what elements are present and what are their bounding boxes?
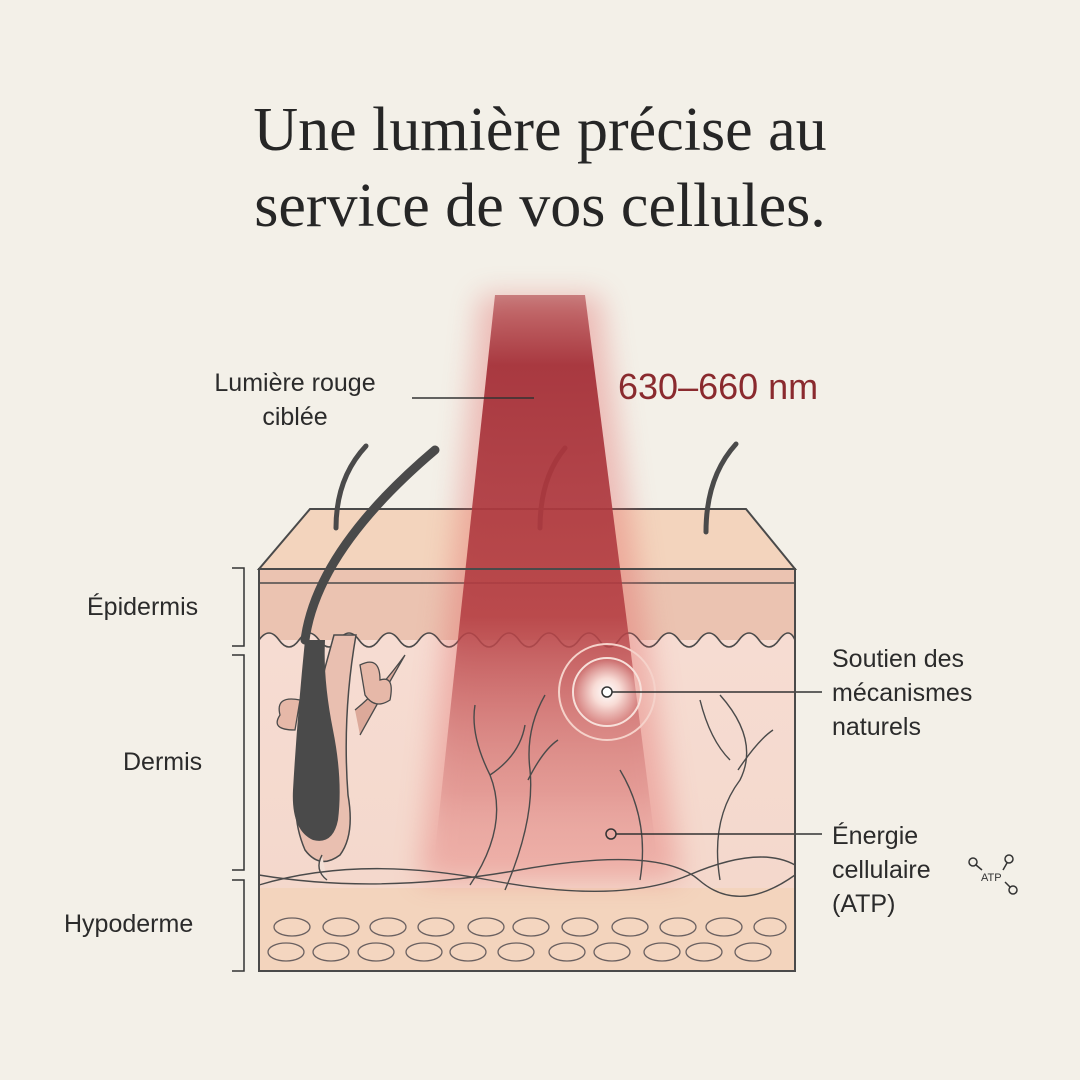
support-callout-label: Soutien des mécanismes naturels [832, 642, 972, 744]
light-callout-label: Lumière rouge ciblée [195, 366, 395, 434]
atp-molecule-icon [968, 854, 1018, 895]
headline: Une lumière précise au service de vos ce… [0, 92, 1080, 244]
energy-callout-line-1: Énergie [832, 822, 919, 850]
layer-label-dermis: Dermis [123, 748, 203, 776]
light-beam [432, 295, 660, 880]
energy-callout-label: Énergie cellulaire (ATP) [832, 819, 931, 921]
layer-brackets [232, 567, 245, 972]
headline-line-2: service de vos cellules. [254, 172, 826, 240]
light-callout-line-1: Lumière rouge [214, 369, 376, 397]
wavelength-label: 630–660 nm [618, 366, 819, 407]
support-callout-line-2: mécanismes [832, 679, 973, 707]
atp-icon-label: ATP [981, 872, 1002, 884]
layer-label-epidermis: Épidermis [87, 593, 199, 621]
support-callout-line-3: naturels [832, 713, 921, 741]
energy-callout-line-2: cellulaire [832, 856, 931, 884]
support-target-point [601, 686, 613, 698]
light-callout-line-2: ciblée [262, 403, 328, 431]
fat-cells [267, 917, 787, 962]
layer-label-hypodermis: Hypoderme [64, 910, 194, 938]
energy-callout-line-3: (ATP) [832, 890, 896, 918]
support-callout-line-1: Soutien des [832, 645, 965, 673]
headline-line-1: Une lumière précise au [253, 96, 827, 164]
hair-follicle [276, 445, 440, 881]
blood-vessels [258, 694, 796, 898]
